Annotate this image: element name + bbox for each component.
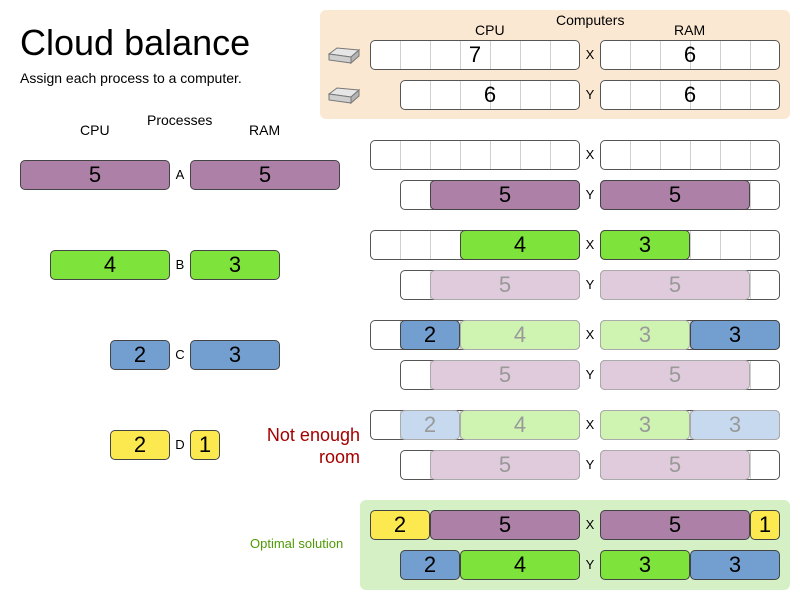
process-b-label: B bbox=[175, 257, 185, 272]
processes-cpu-header: CPU bbox=[80, 122, 110, 138]
process-d-label: D bbox=[175, 437, 185, 452]
optimal-x-cpu-a: 5 bbox=[430, 510, 580, 540]
optimal-x-ram-a: 5 bbox=[600, 510, 750, 540]
processes-ram-header: RAM bbox=[249, 122, 281, 138]
computer-y-label: Y bbox=[585, 87, 595, 102]
computers-header: Computers bbox=[556, 12, 625, 28]
step2-y-cpu-a: 5 bbox=[430, 270, 580, 300]
process-d-ram[interactable]: 1 bbox=[190, 430, 220, 460]
step1-x-label: X bbox=[585, 147, 595, 162]
step4-x-cpu-b: 4 bbox=[460, 410, 580, 440]
step1-y-ram-a: 5 bbox=[600, 180, 750, 210]
process-a-cpu[interactable]: 5 bbox=[20, 160, 170, 190]
step3-y-ram-a: 5 bbox=[600, 360, 750, 390]
step3-y-label: Y bbox=[585, 367, 595, 382]
computers-cpu-header: CPU bbox=[475, 22, 505, 38]
optimal-x-label: X bbox=[585, 517, 595, 532]
step3-x-ram-b: 3 bbox=[600, 320, 690, 350]
process-c-label: C bbox=[175, 347, 185, 362]
optimal-y-cpu-c: 2 bbox=[400, 550, 460, 580]
computer-x-cpu-value: 7 bbox=[468, 42, 482, 67]
page-subtitle: Assign each process to a computer. bbox=[20, 70, 242, 86]
step4-x-cpu-c: 2 bbox=[400, 410, 460, 440]
step3-x-cpu-b: 4 bbox=[460, 320, 580, 350]
step1-y-cpu-a: 5 bbox=[430, 180, 580, 210]
step2-x-cpu-b: 4 bbox=[460, 230, 580, 260]
server-icon bbox=[327, 47, 361, 65]
process-b-cpu[interactable]: 4 bbox=[50, 250, 170, 280]
step4-x-ram-c: 3 bbox=[690, 410, 780, 440]
optimal-y-cpu-b: 4 bbox=[460, 550, 580, 580]
step3-y-cpu-a: 5 bbox=[430, 360, 580, 390]
process-c-cpu[interactable]: 2 bbox=[110, 340, 170, 370]
page-title: Cloud balance bbox=[20, 22, 251, 63]
step1-x-cpu-slot bbox=[370, 140, 580, 170]
step4-x-ram-b: 3 bbox=[600, 410, 690, 440]
step4-y-label: Y bbox=[585, 457, 595, 472]
optimal-y-label: Y bbox=[585, 557, 595, 572]
processes-header: Processes bbox=[147, 112, 213, 128]
step4-y-ram-a: 5 bbox=[600, 450, 750, 480]
step2-x-label: X bbox=[585, 237, 595, 252]
optimal-y-ram-c: 3 bbox=[690, 550, 780, 580]
optimal-y-ram-b: 3 bbox=[600, 550, 690, 580]
computer-y-ram: 6 bbox=[600, 80, 780, 110]
not-enough-room-note: Not enough room bbox=[266, 425, 360, 467]
process-a-ram[interactable]: 5 bbox=[190, 160, 340, 190]
computer-x-ram-value: 6 bbox=[683, 42, 697, 67]
step2-y-ram-a: 5 bbox=[600, 270, 750, 300]
optimal-solution-note: Optimal solution bbox=[250, 536, 344, 551]
step3-x-cpu-c: 2 bbox=[400, 320, 460, 350]
optimal-x-ram-d: 1 bbox=[750, 510, 780, 540]
computer-x-cpu: 7 bbox=[370, 40, 580, 70]
optimal-x-cpu-d: 2 bbox=[370, 510, 430, 540]
step2-y-label: Y bbox=[585, 277, 595, 292]
step1-y-label: Y bbox=[585, 187, 595, 202]
process-c-ram[interactable]: 3 bbox=[190, 340, 280, 370]
step4-y-cpu-a: 5 bbox=[430, 450, 580, 480]
step4-x-label: X bbox=[585, 417, 595, 432]
computer-y-cpu-value: 6 bbox=[483, 82, 497, 107]
step3-x-label: X bbox=[585, 327, 595, 342]
step3-x-ram-c: 3 bbox=[690, 320, 780, 350]
computer-y-cpu: 6 bbox=[400, 80, 580, 110]
process-b-ram[interactable]: 3 bbox=[190, 250, 280, 280]
computer-x-ram: 6 bbox=[600, 40, 780, 70]
computer-y-ram-value: 6 bbox=[683, 82, 697, 107]
computer-x-label: X bbox=[585, 47, 595, 62]
computers-ram-header: RAM bbox=[674, 22, 706, 38]
server-icon bbox=[327, 87, 361, 105]
step1-x-ram-slot bbox=[600, 140, 780, 170]
process-a-label: A bbox=[175, 167, 185, 182]
process-d-cpu[interactable]: 2 bbox=[110, 430, 170, 460]
step2-x-ram-b: 3 bbox=[600, 230, 690, 260]
